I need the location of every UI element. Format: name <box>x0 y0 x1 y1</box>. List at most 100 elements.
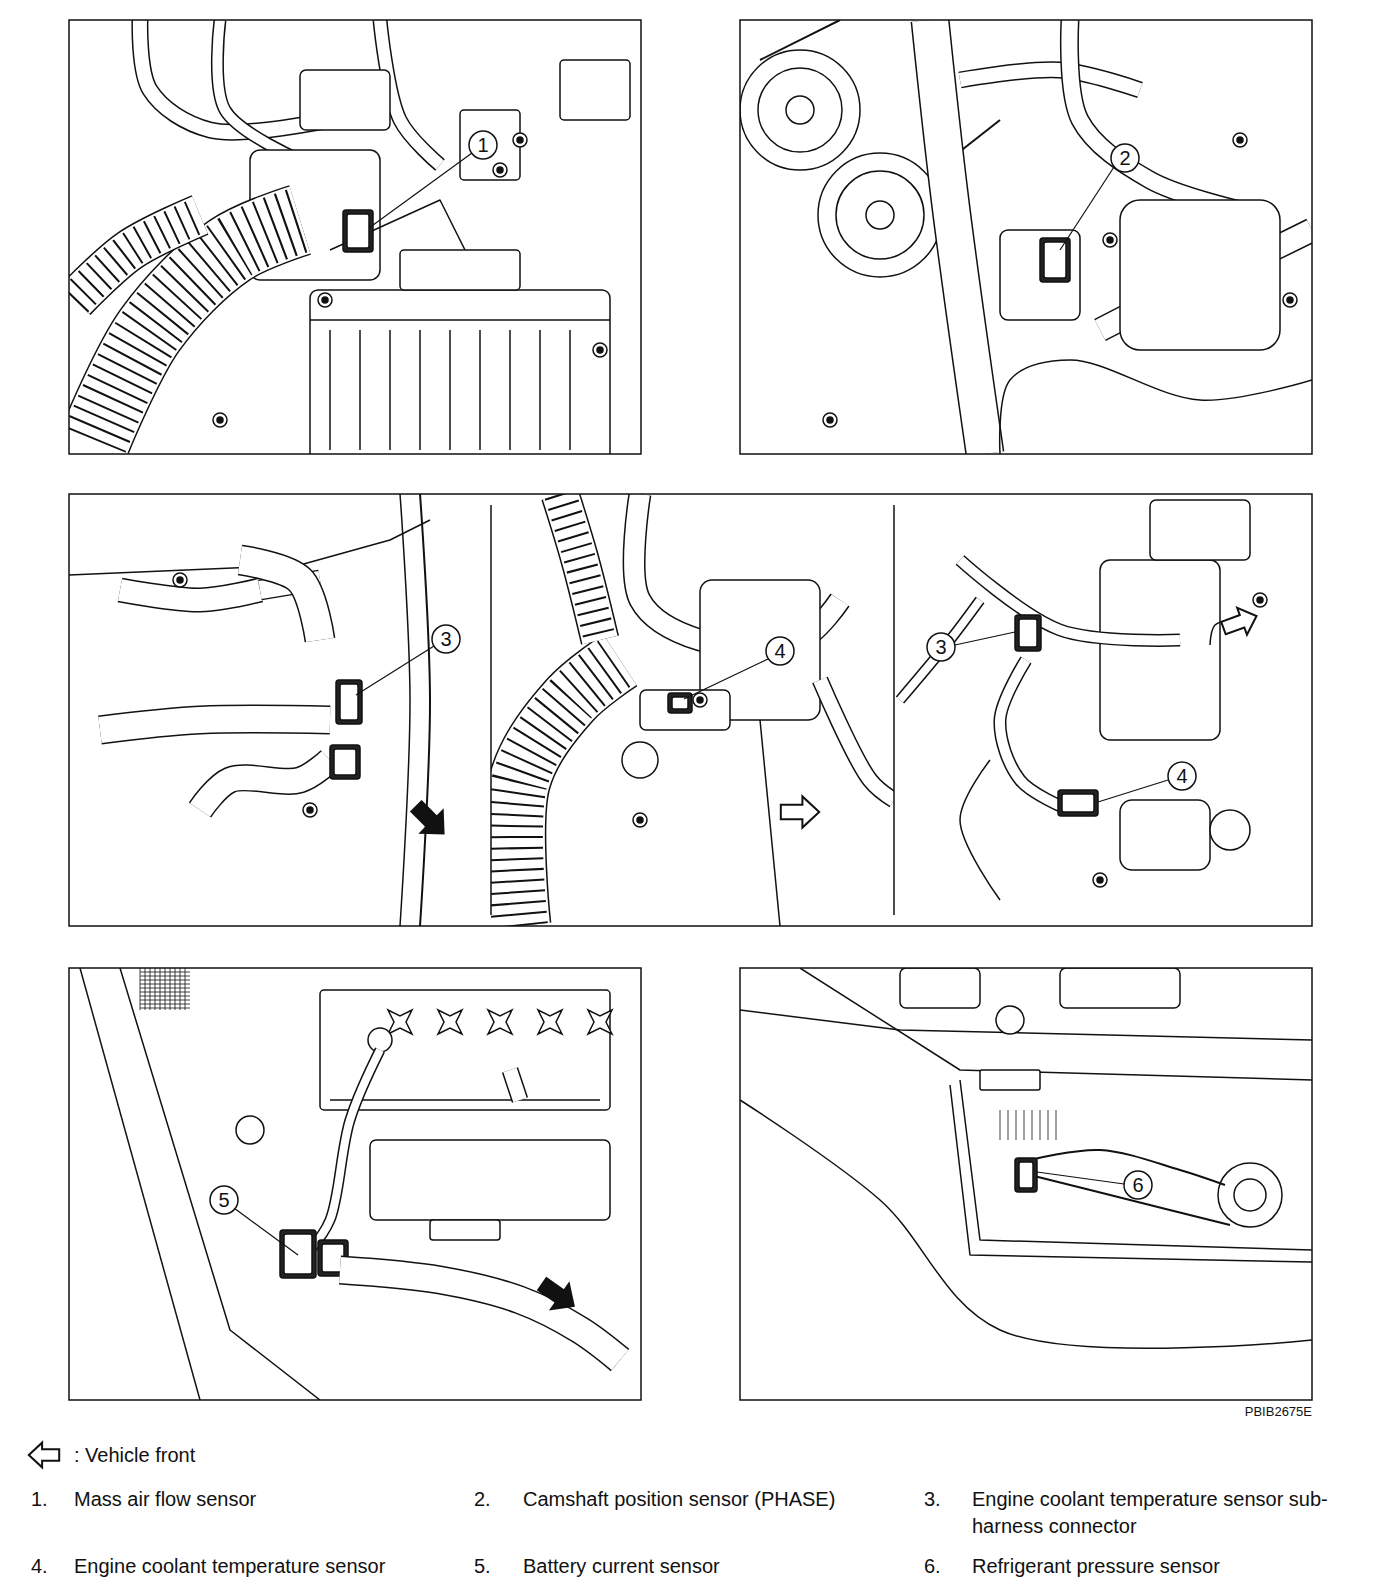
callout-number: 5 <box>210 1186 238 1214</box>
drawing-stroke <box>69 494 1312 926</box>
drawing-stroke <box>1040 1110 1041 1140</box>
drawing-stroke <box>1060 968 1180 1008</box>
drawing-stroke <box>300 70 390 130</box>
drawing-stroke <box>1218 1163 1282 1227</box>
drawing-stroke <box>303 803 317 817</box>
drawing-stroke <box>343 210 373 252</box>
drawing-stroke <box>389 330 391 450</box>
drawing-stroke <box>430 1220 500 1240</box>
drawing-stroke <box>760 720 780 926</box>
drawing-stroke <box>69 968 641 1400</box>
drawing-stroke <box>120 590 260 600</box>
callout-number: 2 <box>1111 144 1139 172</box>
drawing-stroke <box>900 968 980 1008</box>
list-number: 4. <box>31 1553 48 1580</box>
drawing-stroke <box>560 494 600 640</box>
drawing-stroke <box>140 968 190 1010</box>
drawing-stroke <box>1060 167 1114 250</box>
drawing-stroke <box>75 215 200 300</box>
drawing-stroke <box>539 330 541 450</box>
drawing-stroke <box>693 693 707 707</box>
drawing-stroke <box>1107 237 1113 243</box>
drawing-stroke <box>1098 780 1168 802</box>
drawing-stroke <box>1210 810 1250 850</box>
drawing-stroke <box>75 215 200 300</box>
drawing-stroke <box>310 290 610 454</box>
callout-number: 4 <box>766 637 794 665</box>
list-number: 1. <box>31 1486 48 1513</box>
drawing-stroke <box>1032 1110 1033 1140</box>
drawing-stroke <box>1237 137 1243 143</box>
drawing-stroke <box>493 163 507 177</box>
engine-bay-view <box>740 20 1312 454</box>
drawing-stroke <box>217 20 300 160</box>
drawing-stroke <box>1019 619 1037 647</box>
drawing-stroke <box>177 577 183 583</box>
drawing-stroke <box>1024 1110 1025 1140</box>
drawing-stroke <box>310 1050 380 1250</box>
drawing-stroke <box>1008 1110 1009 1140</box>
drawing-stroke <box>307 807 313 813</box>
drawing-stroke <box>593 343 607 357</box>
drawing-stroke <box>359 330 361 450</box>
drawing-stroke <box>1037 1172 1124 1184</box>
part-name: Mass air flow sensor <box>74 1486 256 1513</box>
callout-circle <box>210 1186 238 1214</box>
drawing-stroke <box>420 494 430 926</box>
legend-text: : Vehicle front <box>74 1442 195 1469</box>
list-number: 6. <box>924 1553 941 1580</box>
drawing-stroke <box>820 680 894 800</box>
drawing-stroke <box>515 660 620 926</box>
drawing-stroke <box>668 693 692 713</box>
callout-number: 4 <box>1168 762 1196 790</box>
drawing-stroke <box>740 20 1312 454</box>
drawing-stroke <box>510 1070 520 1100</box>
drawing-stroke <box>100 719 330 730</box>
engine-bay-view <box>80 968 620 1400</box>
drawing-stroke <box>497 167 503 173</box>
drawing-stroke <box>597 347 603 353</box>
drawing-stroke <box>1233 133 1247 147</box>
drawing-stroke <box>329 330 331 450</box>
drawing-stroke <box>347 214 369 248</box>
drawing-stroke <box>336 680 362 724</box>
drawing-stroke <box>330 745 360 779</box>
drawing-stroke <box>980 1070 1040 1090</box>
drawing-stroke <box>400 494 410 926</box>
drawing-stroke <box>960 70 1140 90</box>
drawing-stroke <box>640 690 730 730</box>
drawing-stroke <box>515 660 620 926</box>
drawing-stroke <box>400 250 520 290</box>
drawing-stroke <box>1000 1110 1001 1140</box>
callout-circles <box>210 131 1196 1214</box>
callout-circle <box>1168 762 1196 790</box>
drawing-stroke <box>1062 794 1094 812</box>
drawing-stroke <box>588 1010 612 1034</box>
drawing-stroke <box>781 796 819 827</box>
drawing-stroke <box>740 1010 1312 1040</box>
panel-frame <box>69 20 1312 1400</box>
drawing-stroke <box>334 749 356 775</box>
drawing-stroke <box>786 96 814 124</box>
engine-bay-view <box>900 500 1267 900</box>
drawing-stroke <box>120 968 320 1400</box>
callout-circle <box>1124 1171 1152 1199</box>
part-name: Camshaft position sensor (PHASE) <box>523 1486 835 1513</box>
legend-symbol <box>29 1443 59 1468</box>
drawing-stroke <box>1069 20 1240 210</box>
callout-number: 3 <box>432 625 460 653</box>
drawing-stroke <box>460 110 520 180</box>
drawing-stroke <box>75 215 200 300</box>
drawing-stroke <box>322 297 328 303</box>
drawing-stroke <box>340 1270 620 1360</box>
drawing-stroke <box>1069 20 1240 210</box>
drawing-stroke <box>1040 238 1070 282</box>
drawing-stroke <box>836 171 924 259</box>
list-number: 2. <box>474 1486 491 1513</box>
drawing-stroke <box>633 813 647 827</box>
drawing-stroke <box>1044 242 1066 278</box>
drawing-stroke <box>820 680 894 800</box>
drawing-stroke <box>330 1099 600 1101</box>
